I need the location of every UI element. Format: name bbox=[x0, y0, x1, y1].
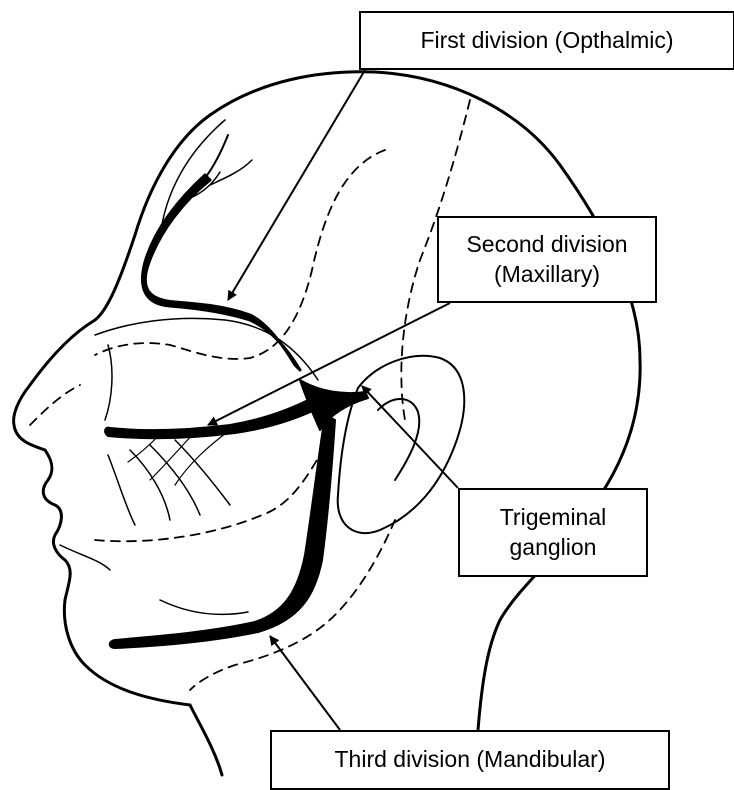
third-division-arrow bbox=[270, 636, 340, 730]
second-division-label: Second division (Maxillary) bbox=[437, 216, 657, 303]
dermatome-boundaries bbox=[30, 100, 470, 690]
first-division-label: First division (Opthalmic) bbox=[359, 11, 734, 70]
trigeminal-text-line1: Trigeminal bbox=[500, 503, 607, 533]
second-division-text-line1: Second division bbox=[466, 230, 627, 260]
first-division-arrow bbox=[228, 70, 365, 300]
third-division-text: Third division (Mandibular) bbox=[335, 745, 606, 775]
trigeminal-ganglion-label: Trigeminal ganglion bbox=[458, 488, 648, 577]
second-division-text-line2: (Maxillary) bbox=[466, 260, 627, 290]
third-division-label: Third division (Mandibular) bbox=[270, 730, 670, 790]
first-division-text: First division (Opthalmic) bbox=[420, 26, 673, 56]
trigeminal-text-line2: ganglion bbox=[500, 533, 607, 563]
